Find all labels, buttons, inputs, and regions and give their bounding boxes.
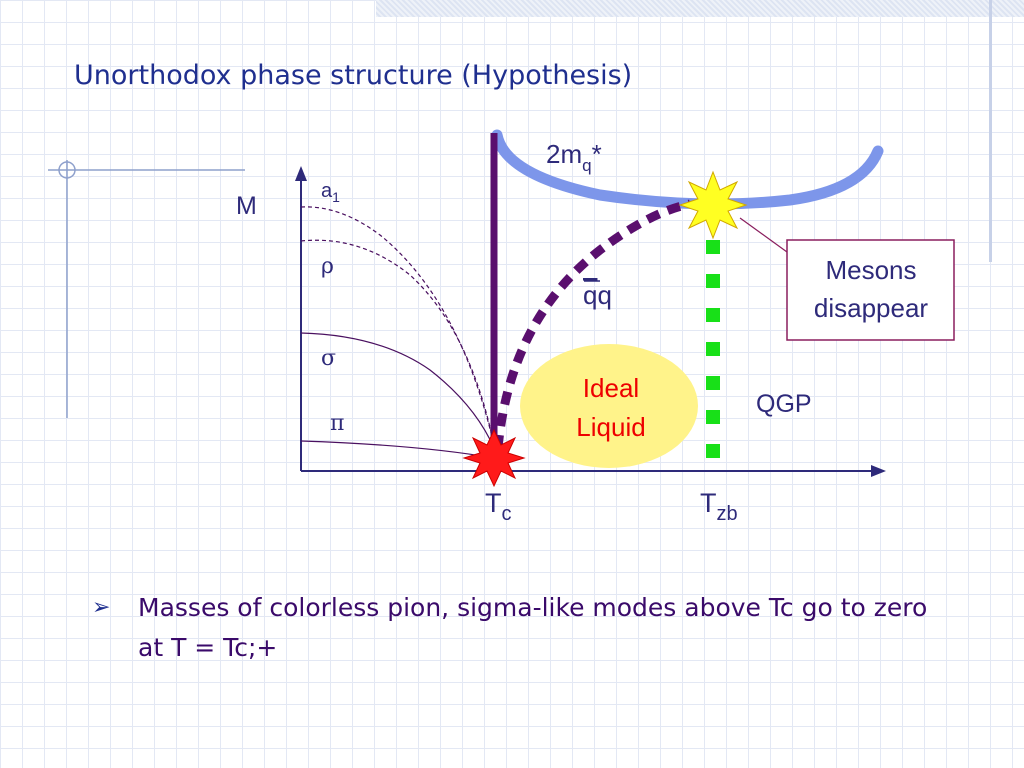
decorative-top-band bbox=[376, 0, 1024, 17]
tc-label-sub: c bbox=[502, 503, 512, 525]
mesons-disappear-box bbox=[786, 239, 955, 341]
slide-title: Unorthodox phase structure (Hypothesis) bbox=[74, 60, 633, 91]
ideal-liquid-line2: Liquid bbox=[576, 412, 645, 442]
tc-label-base: T bbox=[485, 488, 502, 518]
a1-label-sub: 1 bbox=[332, 189, 340, 205]
tzb-label: Tzb bbox=[700, 488, 738, 525]
sigma-label: σ bbox=[321, 346, 336, 371]
tzb-label-base: T bbox=[700, 488, 717, 518]
axes bbox=[295, 166, 886, 477]
bullet-item: ➢ Masses of colorless pion, sigma-like m… bbox=[92, 588, 972, 668]
tc-burst-icon bbox=[462, 428, 526, 488]
mesons-disappear-line2: disappear bbox=[814, 293, 929, 323]
qgp-label: QGP bbox=[756, 390, 812, 418]
callout-leader bbox=[739, 217, 788, 253]
a1-label: a1 bbox=[321, 180, 340, 205]
qq-label-bar-q: q bbox=[583, 280, 597, 310]
pi-label: π bbox=[330, 411, 344, 436]
decorative-right-rule bbox=[989, 0, 992, 262]
decorative-crosshair-icon bbox=[48, 160, 245, 418]
ideal-liquid-region bbox=[520, 344, 698, 468]
qq-label: qq bbox=[583, 280, 612, 310]
ideal-liquid-line1: Ideal bbox=[583, 373, 639, 403]
qq-label-q: q bbox=[597, 280, 611, 310]
qq-mass-curve bbox=[493, 199, 691, 449]
quark-mass-label: 2mq* bbox=[546, 139, 602, 175]
bullet-arrow-icon: ➢ bbox=[92, 595, 111, 620]
sigma-curve bbox=[300, 332, 495, 449]
a1-label-base: a bbox=[321, 180, 333, 202]
a1-curve bbox=[300, 206, 495, 446]
rho-label: ρ bbox=[321, 254, 334, 279]
quark-mass-sup: * bbox=[592, 139, 602, 169]
tc-label: Tc bbox=[485, 488, 512, 525]
quark-mass-sub: q bbox=[582, 156, 591, 175]
quark-mass-base: 2m bbox=[546, 139, 582, 169]
y-axis-label: M bbox=[236, 192, 257, 220]
y-axis-arrow-icon bbox=[295, 166, 307, 181]
x-axis-arrow-icon bbox=[871, 465, 886, 477]
mesons-disappear-line1: Mesons bbox=[825, 255, 916, 285]
pi-curve bbox=[300, 440, 495, 459]
tzb-burst-icon bbox=[678, 170, 748, 240]
tzb-label-sub: zb bbox=[717, 503, 738, 525]
bullet-text: Masses of colorless pion, sigma-like mod… bbox=[138, 593, 928, 662]
